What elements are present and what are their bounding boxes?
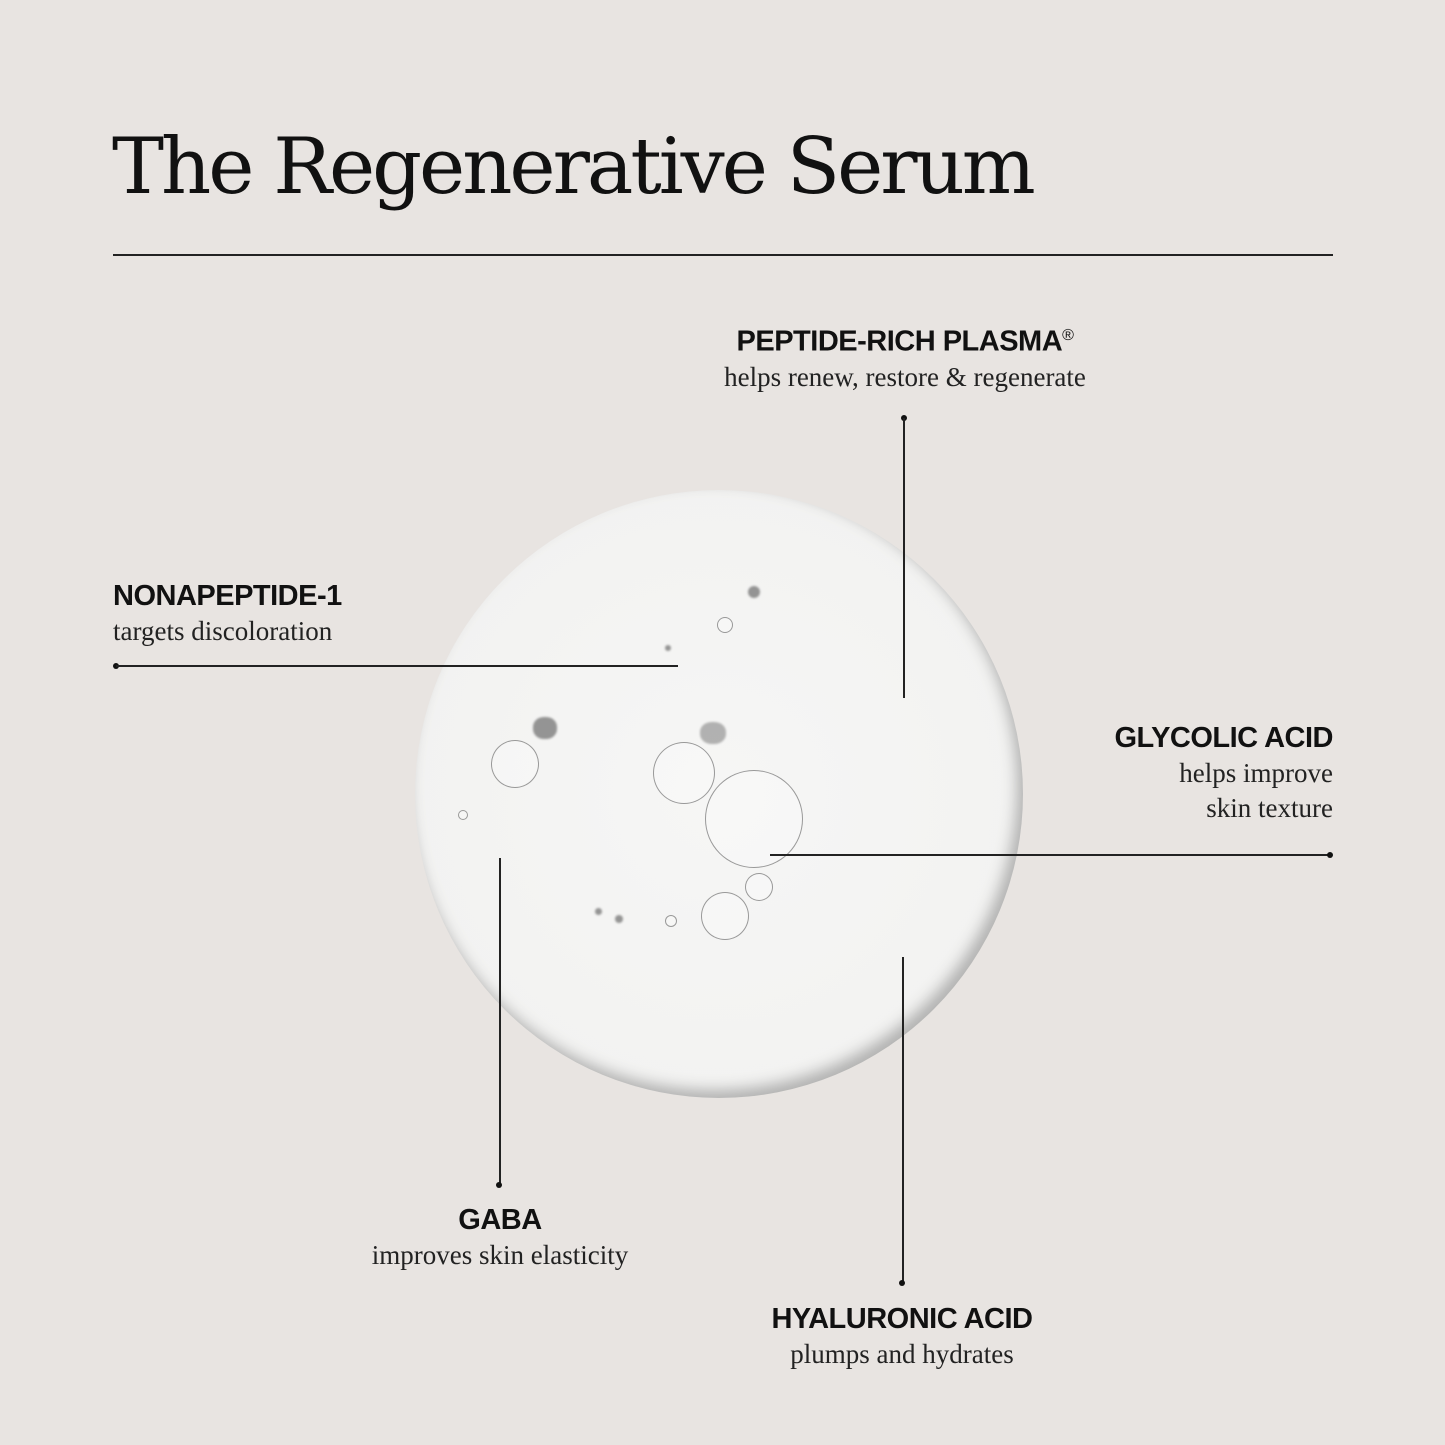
callout-gaba: GABA improves skin elasticity [300,1202,700,1273]
ingredient-name: GABA [458,1204,542,1236]
divider [113,254,1333,256]
callout-peptide-rich-plasma: PEPTIDE-RICH PLASMA® helps renew, restor… [680,318,1130,395]
registered-mark: ® [1062,327,1074,344]
callout-line [499,858,501,1185]
callout-line [770,854,1330,856]
ingredient-description-line: helps improve [1179,758,1333,788]
callout-line [116,665,678,667]
ingredient-description: plumps and hydrates [790,1339,1014,1369]
ingredient-description: improves skin elasticity [371,1240,629,1270]
callout-nonapeptide-1: NONAPEPTIDE-1 targets discoloration [113,578,342,649]
ingredient-name: HYALURONIC ACID [771,1303,1033,1335]
ingredient-name: NONAPEPTIDE-1 [113,580,342,612]
callout-dot [899,1280,905,1286]
ingredient-name: PEPTIDE-RICH PLASMA [736,325,1063,358]
ingredient-description: helps renew, restore & regenerate [724,361,1086,392]
serum-drop-image [415,490,1023,1098]
ingredient-description-line: skin texture [1206,793,1333,823]
ingredient-name: GLYCOLIC ACID [1114,722,1333,754]
callout-dot [496,1182,502,1188]
callout-hyaluronic-acid: HYALURONIC ACID plumps and hydrates [680,1301,1124,1372]
callout-dot [1327,852,1333,858]
callout-line [903,418,905,698]
ingredient-description: targets discoloration [113,616,333,646]
page-title: The Regenerative Serum [112,122,1036,212]
callout-line [902,957,904,1283]
callout-glycolic-acid: GLYCOLIC ACID helps improve skin texture [1000,720,1333,826]
